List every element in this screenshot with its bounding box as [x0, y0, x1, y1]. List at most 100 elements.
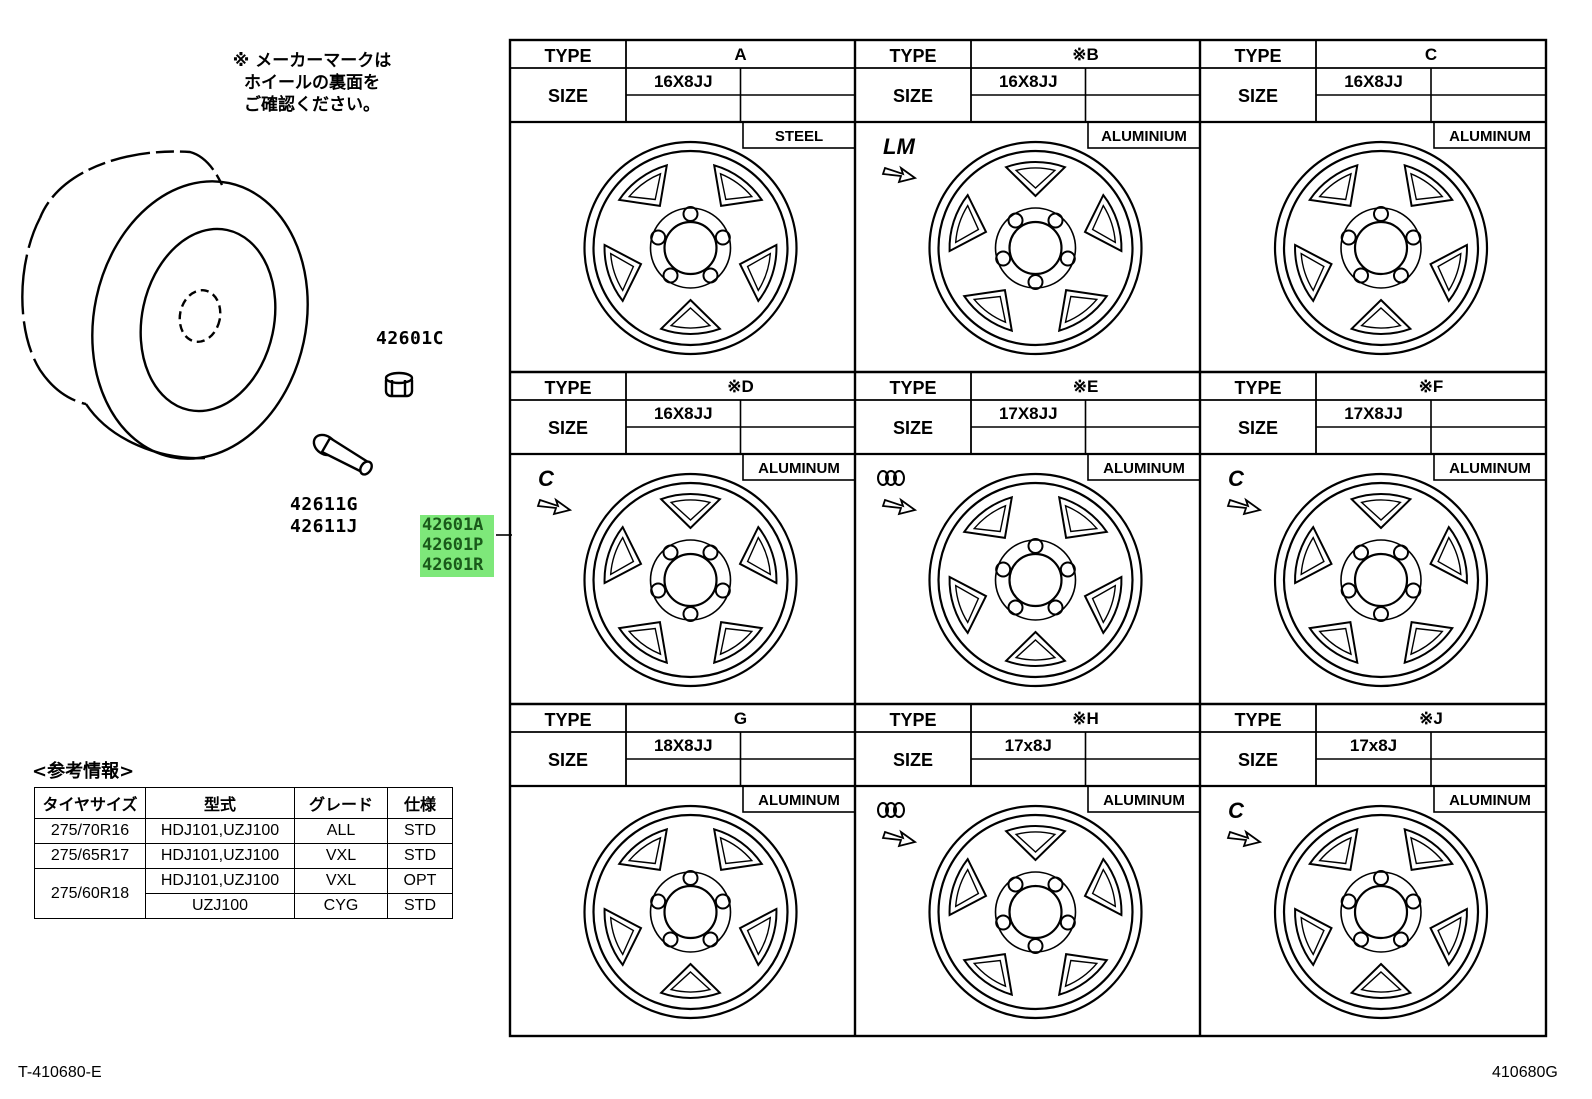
- material-box: [1433, 121, 1547, 149]
- wheel-type-value: A: [734, 45, 746, 64]
- wheel-drawing: [928, 140, 1143, 356]
- wheel-size-value: 17x8J: [1350, 736, 1397, 755]
- wheel-material-value: STEEL: [775, 128, 823, 145]
- wheel-material-value: ALUMINUM: [758, 460, 840, 477]
- wheel-material-value: ALUMINUM: [1103, 460, 1185, 477]
- reference-title: <参考情報>: [32, 761, 135, 782]
- spec-cell: OPT: [387, 868, 453, 894]
- material-box: [742, 453, 856, 481]
- type-label: TYPE: [889, 378, 936, 398]
- wheel-size-value: 18X8JJ: [654, 736, 713, 755]
- spec-cell: STD: [387, 818, 453, 844]
- header-tire-size: タイヤサイズ: [34, 787, 146, 819]
- arrow-icon: [1226, 829, 1263, 848]
- cap-42601c-drawing: [384, 371, 414, 398]
- type-label: TYPE: [544, 378, 591, 398]
- wheel-cell-2[interactable]: TYPE SIZE ※B 16X8JJ ALUMINIUM LM: [855, 40, 1201, 356]
- grid-frame: [508, 38, 1548, 1038]
- type-label: TYPE: [1234, 710, 1281, 730]
- header-spec: 仕様: [387, 787, 453, 819]
- material-box: [742, 121, 856, 149]
- tire-size-cell: 275/60R18: [34, 868, 146, 919]
- valve-42611-drawing: [312, 433, 373, 476]
- tire-and-valve-illustration: [21, 150, 414, 476]
- material-box: [1087, 785, 1201, 813]
- spec-cell: STD: [387, 893, 453, 919]
- size-label: SIZE: [548, 418, 588, 438]
- wheel-size-value: 17x8J: [1005, 736, 1052, 755]
- wheel-type-value: ※F: [1419, 377, 1444, 396]
- wheel-type-value: ※B: [1072, 45, 1099, 64]
- model-cell: HDJ101,UZJ100: [145, 818, 295, 844]
- part-number-cap[interactable]: 42601C: [376, 328, 445, 349]
- footer-right-code: 410680G: [1492, 1064, 1558, 1081]
- wheel-drawing: [1273, 804, 1489, 1020]
- type-label: TYPE: [544, 46, 591, 66]
- size-label: SIZE: [1238, 86, 1278, 106]
- model-cell: HDJ101,UZJ100: [145, 843, 295, 869]
- arrow-icon: [881, 829, 918, 848]
- wheel-type-value: ※E: [1073, 377, 1099, 396]
- part-number-wheel-2[interactable]: 42601P: [422, 535, 484, 555]
- wheel-cell-4[interactable]: TYPE SIZE ※D 16X8JJ ALUMINUM C: [510, 372, 856, 688]
- material-box: [1433, 785, 1547, 813]
- size-label: SIZE: [1238, 750, 1278, 770]
- part-number-valve-2[interactable]: 42611J: [290, 516, 359, 537]
- type-label: TYPE: [1234, 46, 1281, 66]
- grade-cell: CYG: [294, 893, 388, 919]
- maker-mark-icon: C: [538, 466, 555, 491]
- wheel-ring-outer: [139, 227, 277, 413]
- maker-mark-icon: [885, 802, 897, 818]
- maker-mark-icon: [877, 470, 889, 486]
- wheel-size-value: 16X8JJ: [654, 72, 713, 91]
- wheel-drawing: [928, 472, 1143, 688]
- part-number-wheel-1[interactable]: 42601A: [422, 515, 484, 535]
- tire-size-cell: 275/65R17: [34, 843, 146, 869]
- wheel-type-value: C: [1425, 45, 1437, 64]
- part-number-wheel-3[interactable]: 42601R: [422, 555, 484, 575]
- wheel-size-value: 16X8JJ: [1344, 72, 1403, 91]
- wheel-drawing: [1273, 472, 1489, 688]
- tire-bottom-edge: [85, 403, 206, 460]
- highlight-wheel-part-numbers: [420, 515, 494, 577]
- arrow-icon: [536, 497, 573, 516]
- size-label: SIZE: [548, 86, 588, 106]
- part-number-valve-1[interactable]: 42611G: [290, 494, 359, 515]
- model-cell: UZJ100: [145, 893, 295, 919]
- grade-cell: VXL: [294, 843, 388, 869]
- wheel-size-value: 16X8JJ: [999, 72, 1058, 91]
- arrow-icon: [881, 165, 918, 184]
- maker-mark-icon: [877, 802, 889, 818]
- table-row: 275/70R16 HDJ101,UZJ100 ALL STD: [34, 818, 453, 844]
- wheel-material-value: ALUMINUM: [1449, 460, 1531, 477]
- wheel-cell-1[interactable]: TYPE SIZE A 16X8JJ STEEL: [510, 40, 856, 356]
- wheel-drawing: [583, 472, 798, 688]
- grade-cell: ALL: [294, 818, 388, 844]
- arrow-icon: [1226, 497, 1263, 516]
- wheel-type-value: ※D: [727, 377, 754, 396]
- wheel-cell-3[interactable]: TYPE SIZE C 16X8JJ ALUMINUM: [1200, 40, 1547, 356]
- wheel-type-value: G: [734, 709, 747, 728]
- tire-back-outline: [38, 150, 224, 219]
- note-line-3: ご確認ください。: [244, 95, 380, 115]
- table-row: 275/65R17 HDJ101,UZJ100 VXL STD: [34, 843, 453, 869]
- maker-mark-icon: [893, 802, 905, 818]
- size-label: SIZE: [1238, 418, 1278, 438]
- reference-header-row: タイヤサイズ 型式 グレード 仕様: [34, 787, 453, 819]
- wheel-drawing: [1273, 140, 1489, 356]
- wheel-material-value: ALUMINUM: [1103, 792, 1185, 809]
- maker-mark-icon: LM: [883, 134, 915, 159]
- wheel-material-value: ALUMINUM: [1449, 128, 1531, 145]
- wheel-size-value: 16X8JJ: [654, 404, 713, 423]
- size-label: SIZE: [893, 86, 933, 106]
- note-line-1: ※ メーカーマークは: [232, 51, 392, 71]
- maker-mark-icon: [885, 470, 897, 486]
- wheel-material-value: ALUMINIUM: [1101, 128, 1187, 145]
- header-grade: グレード: [294, 787, 388, 819]
- type-label: TYPE: [889, 46, 936, 66]
